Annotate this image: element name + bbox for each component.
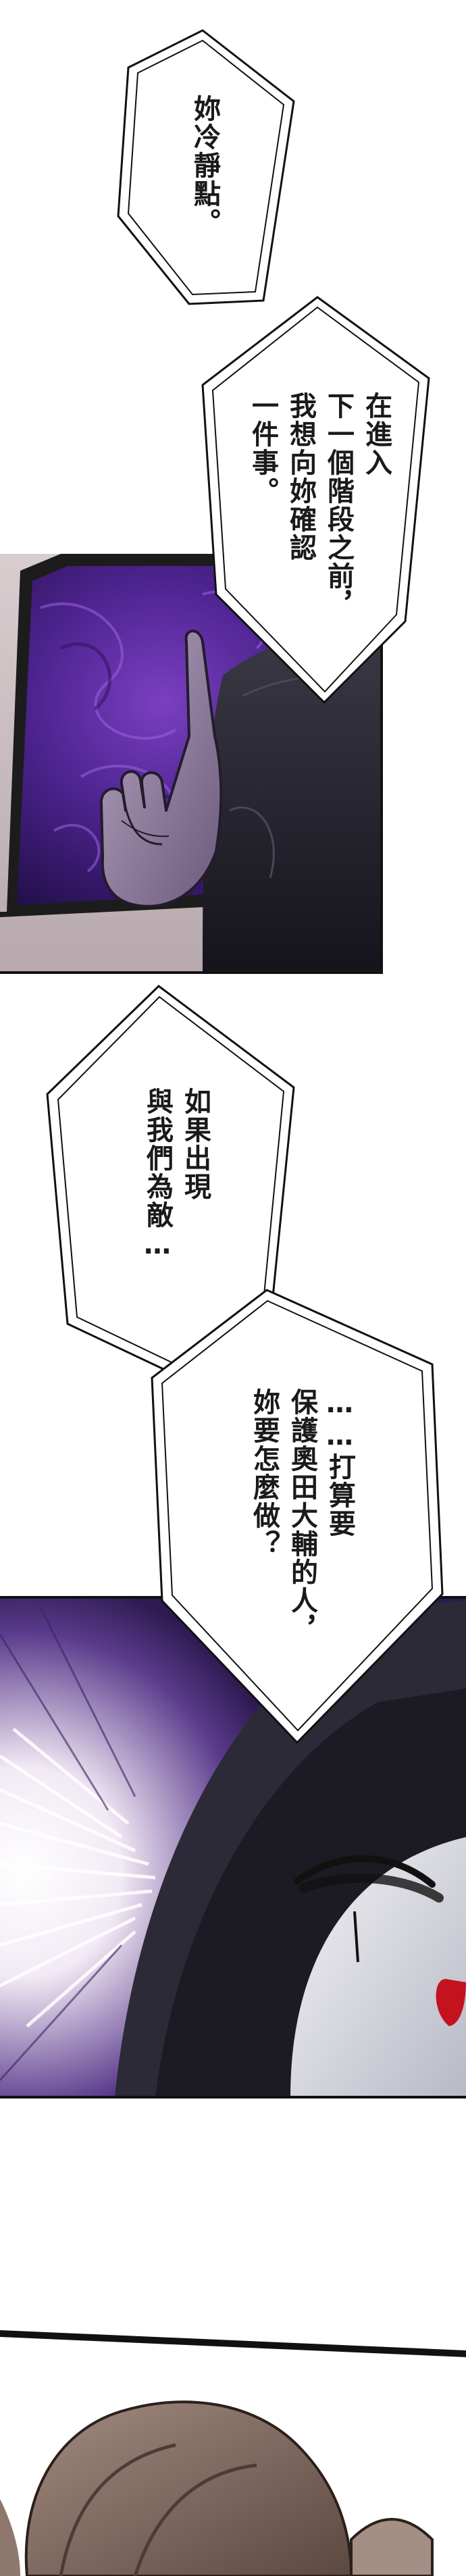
bubble-protect-line-2: 保護奧田大輔的人， bbox=[286, 1388, 317, 1643]
mask-face bbox=[290, 1837, 466, 2097]
bubble-ask-shape bbox=[201, 296, 430, 704]
speed-lines bbox=[0, 1728, 156, 2028]
bubble-calm-line-1: 妳冷靜點。 bbox=[189, 95, 220, 236]
hair bbox=[24, 2400, 353, 2576]
bubble-ask-line-1: 在進入 bbox=[361, 392, 392, 477]
bubble-protect-line-3: 妳要怎麼做？ bbox=[249, 1388, 280, 1558]
bubble-ask-line-4: 一件事。 bbox=[247, 392, 278, 505]
bubble-enemy-line-1: 如果出現 bbox=[180, 1087, 211, 1201]
panel-hair-border bbox=[0, 2330, 466, 2357]
red-mark bbox=[436, 1979, 466, 2026]
bubble-ask-line-3: 我想向妳確認 bbox=[285, 392, 316, 562]
bubble-ask-line-2: 下一個階段之前， bbox=[323, 392, 354, 619]
raised-hand bbox=[99, 629, 223, 908]
bubble-calm-shape bbox=[117, 29, 295, 305]
bubble-enemy-line-2: 與我們為敵… bbox=[142, 1087, 173, 1262]
bubble-protect-line-1: ……打算要 bbox=[324, 1388, 355, 1538]
closed-eye bbox=[294, 1855, 436, 1888]
bubble-protect-shape bbox=[151, 1289, 444, 1745]
hood-figure bbox=[203, 628, 382, 973]
